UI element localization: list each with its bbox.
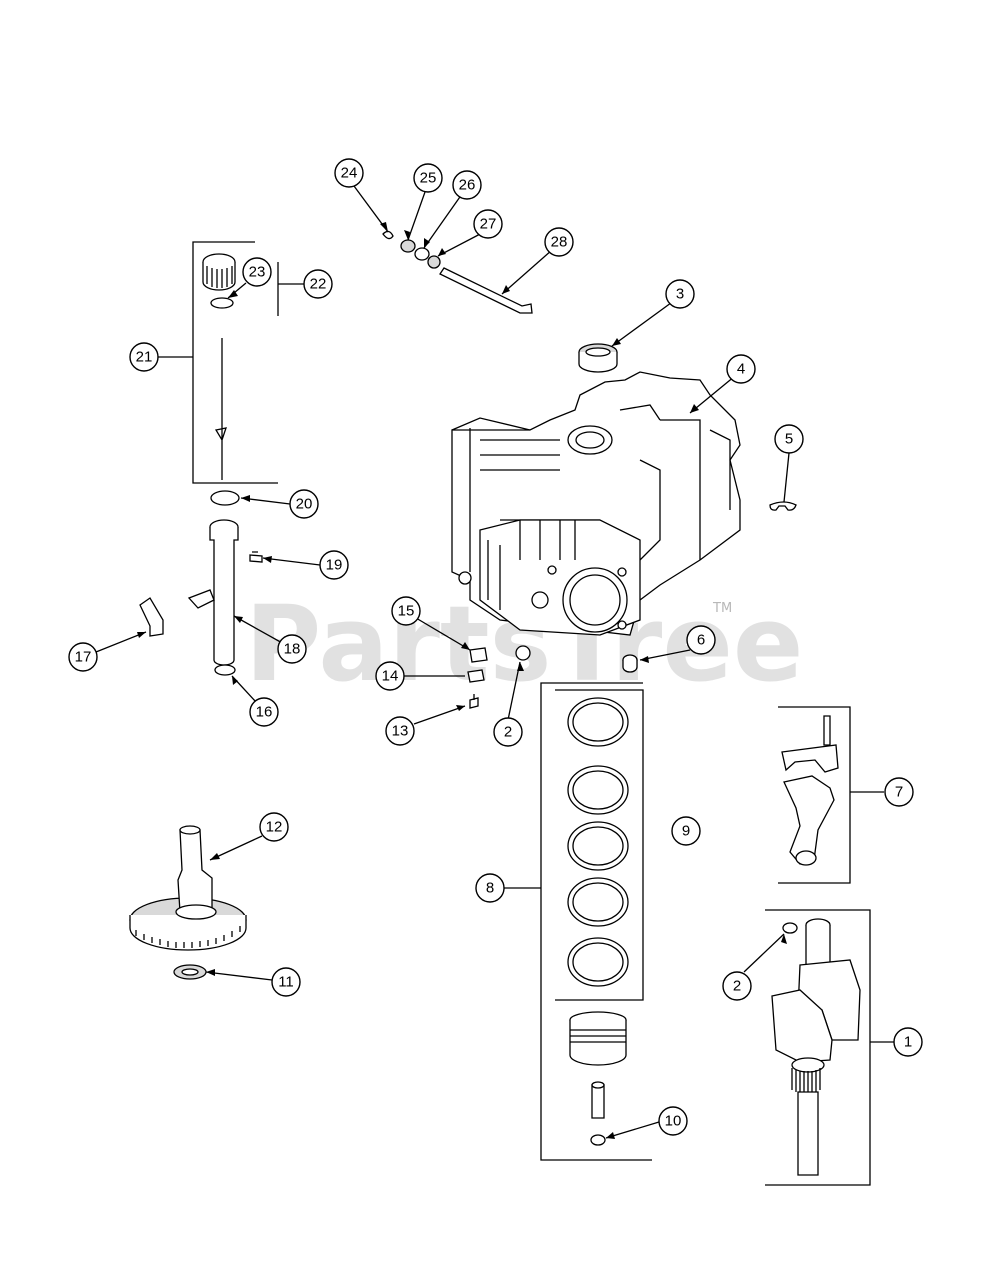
callout-26: 26 bbox=[452, 170, 482, 200]
part-24-clip bbox=[382, 230, 394, 240]
callout-14: 14 bbox=[375, 661, 405, 691]
svg-text:6: 6 bbox=[697, 632, 705, 649]
svg-text:9: 9 bbox=[682, 823, 690, 840]
callout-23: 23 bbox=[242, 257, 272, 287]
svg-text:27: 27 bbox=[480, 216, 497, 233]
svg-text:10: 10 bbox=[665, 1113, 682, 1130]
callout-25: 25 bbox=[413, 163, 443, 193]
svg-text:8: 8 bbox=[486, 880, 494, 897]
svg-text:3: 3 bbox=[676, 286, 684, 303]
svg-text:1: 1 bbox=[904, 1034, 912, 1051]
part-11-washer bbox=[173, 964, 207, 980]
bracket-piston-rings bbox=[540, 682, 652, 1161]
callout-15: 15 bbox=[391, 596, 421, 626]
svg-text:28: 28 bbox=[551, 234, 568, 251]
callout-10: 10 bbox=[658, 1106, 688, 1136]
part-piston bbox=[569, 1011, 627, 1119]
svg-text:26: 26 bbox=[459, 177, 476, 194]
callout-16: 16 bbox=[249, 697, 279, 727]
callout-1: 1 bbox=[893, 1027, 923, 1057]
svg-text:21: 21 bbox=[136, 349, 153, 366]
part-22-dipstick-cap bbox=[202, 253, 236, 291]
part-3-oil-seal bbox=[578, 343, 618, 373]
svg-text:23: 23 bbox=[249, 264, 266, 281]
svg-text:22: 22 bbox=[310, 276, 327, 293]
svg-text:13: 13 bbox=[392, 723, 409, 740]
callout-24: 24 bbox=[334, 158, 364, 188]
callout-12: 12 bbox=[259, 812, 289, 842]
part-20-o-ring bbox=[210, 490, 240, 506]
svg-text:11: 11 bbox=[278, 974, 294, 991]
callout-28: 28 bbox=[544, 227, 574, 257]
callout-11: 11 bbox=[271, 967, 301, 997]
part-2-dowel-upper bbox=[515, 645, 531, 661]
callout-8: 8 bbox=[475, 873, 505, 903]
part-21-dipstick bbox=[214, 338, 227, 480]
part-10-clip bbox=[590, 1134, 606, 1146]
svg-text:14: 14 bbox=[382, 668, 399, 685]
part-18-dipstick-tube bbox=[187, 519, 239, 666]
svg-text:2: 2 bbox=[733, 978, 741, 995]
svg-text:16: 16 bbox=[256, 704, 273, 721]
part-19-screw bbox=[249, 551, 263, 563]
part-6-dowel-pin bbox=[622, 654, 638, 673]
callout-18: 18 bbox=[277, 634, 307, 664]
callout-17: 17 bbox=[68, 642, 98, 672]
part-27-washer bbox=[427, 255, 441, 269]
part-9-piston-rings bbox=[567, 697, 629, 987]
bracket-connecting-rod bbox=[778, 706, 851, 884]
svg-text:19: 19 bbox=[326, 557, 343, 574]
callout-22: 22 bbox=[303, 269, 333, 299]
svg-text:17: 17 bbox=[75, 649, 92, 666]
svg-text:12: 12 bbox=[266, 819, 283, 836]
part-4-engine-block bbox=[451, 371, 741, 636]
callout-2-block: 2 bbox=[493, 717, 523, 747]
callout-13: 13 bbox=[385, 716, 415, 746]
part-28-shaft bbox=[439, 267, 533, 314]
part-12-camshaft bbox=[129, 825, 247, 951]
part-2-dowel-lower bbox=[782, 922, 798, 934]
part-15-bracket bbox=[469, 647, 488, 663]
svg-text:4: 4 bbox=[737, 361, 745, 378]
callout-2-crankshaft: 2 bbox=[722, 971, 752, 1001]
part-23-o-ring bbox=[210, 297, 234, 309]
callout-27: 27 bbox=[473, 209, 503, 239]
bracket-dipstick-group bbox=[192, 241, 278, 484]
svg-text:5: 5 bbox=[785, 431, 793, 448]
svg-text:18: 18 bbox=[284, 641, 301, 658]
svg-text:7: 7 bbox=[895, 784, 903, 801]
callout-19: 19 bbox=[319, 550, 349, 580]
svg-text:25: 25 bbox=[420, 170, 437, 187]
callout-9: 9 bbox=[671, 816, 701, 846]
callout-21: 21 bbox=[129, 342, 159, 372]
arrowheads bbox=[137, 222, 787, 1139]
part-7-connecting-rod bbox=[781, 715, 839, 866]
svg-text:15: 15 bbox=[398, 603, 415, 620]
part-26-seal bbox=[414, 247, 430, 261]
part-13-screw bbox=[469, 694, 479, 709]
callout-3: 3 bbox=[665, 279, 695, 309]
bracket-crankshaft bbox=[765, 909, 871, 1186]
svg-text:24: 24 bbox=[341, 165, 358, 182]
part-14-spacer bbox=[467, 669, 485, 683]
watermark-trademark: TM bbox=[712, 601, 732, 616]
callout-4: 4 bbox=[726, 354, 756, 384]
callout-20: 20 bbox=[289, 489, 319, 519]
svg-text:2: 2 bbox=[504, 724, 512, 741]
part-25-washer bbox=[400, 239, 416, 253]
part-17-bracket bbox=[139, 597, 164, 637]
part-16-o-ring bbox=[214, 664, 236, 676]
callout-5: 5 bbox=[774, 424, 804, 454]
callout-6: 6 bbox=[686, 625, 716, 655]
part-1-crankshaft bbox=[771, 918, 861, 1176]
part-5-clip bbox=[769, 501, 797, 511]
svg-text:20: 20 bbox=[296, 496, 313, 513]
bracket-ring-set bbox=[555, 689, 644, 1001]
callout-7: 7 bbox=[884, 777, 914, 807]
